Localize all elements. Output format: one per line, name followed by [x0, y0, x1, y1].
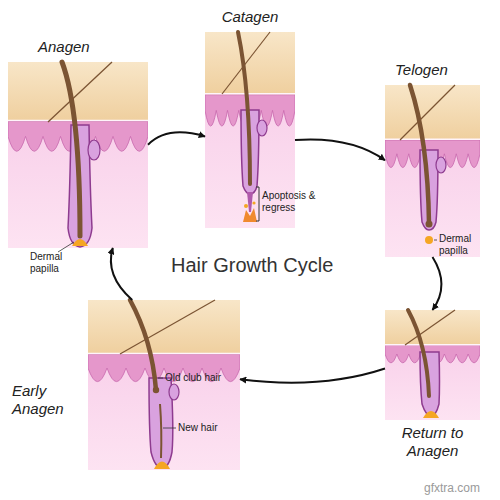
cycle-arrow [111, 248, 132, 300]
stage-panel: Return to Anagen [385, 310, 480, 420]
cycle-arrow [240, 369, 385, 383]
stage-heading: Anagen [38, 38, 118, 56]
cycle-arrow [433, 257, 442, 310]
early-anagen-panel [88, 300, 240, 470]
callout-label: Dermal papilla [439, 233, 479, 256]
diagram-title: Hair Growth Cycle [171, 254, 333, 277]
anagen-panel [8, 62, 148, 252]
watermark: gfxtra.com [424, 482, 496, 496]
stage-heading: Early Anagen [12, 382, 82, 418]
stage-heading: Catagen [205, 8, 295, 26]
stage-panel: Anagen [8, 62, 148, 248]
callout-label: Old club hair [165, 372, 237, 384]
stage-panel: Telogen [385, 85, 480, 257]
callout-label: Apoptosis & regress [262, 190, 324, 213]
return-panel [385, 310, 480, 420]
stage-heading: Telogen [395, 61, 480, 79]
stage-panel: Early Anagen [88, 300, 240, 470]
telogen-panel [385, 85, 480, 257]
cycle-arrow [295, 140, 385, 161]
callout-label: Dermal papilla [30, 251, 82, 274]
callout-label: New hair [178, 422, 236, 434]
stage-heading: Return to Anagen [385, 424, 480, 460]
cycle-arrow [148, 132, 205, 144]
